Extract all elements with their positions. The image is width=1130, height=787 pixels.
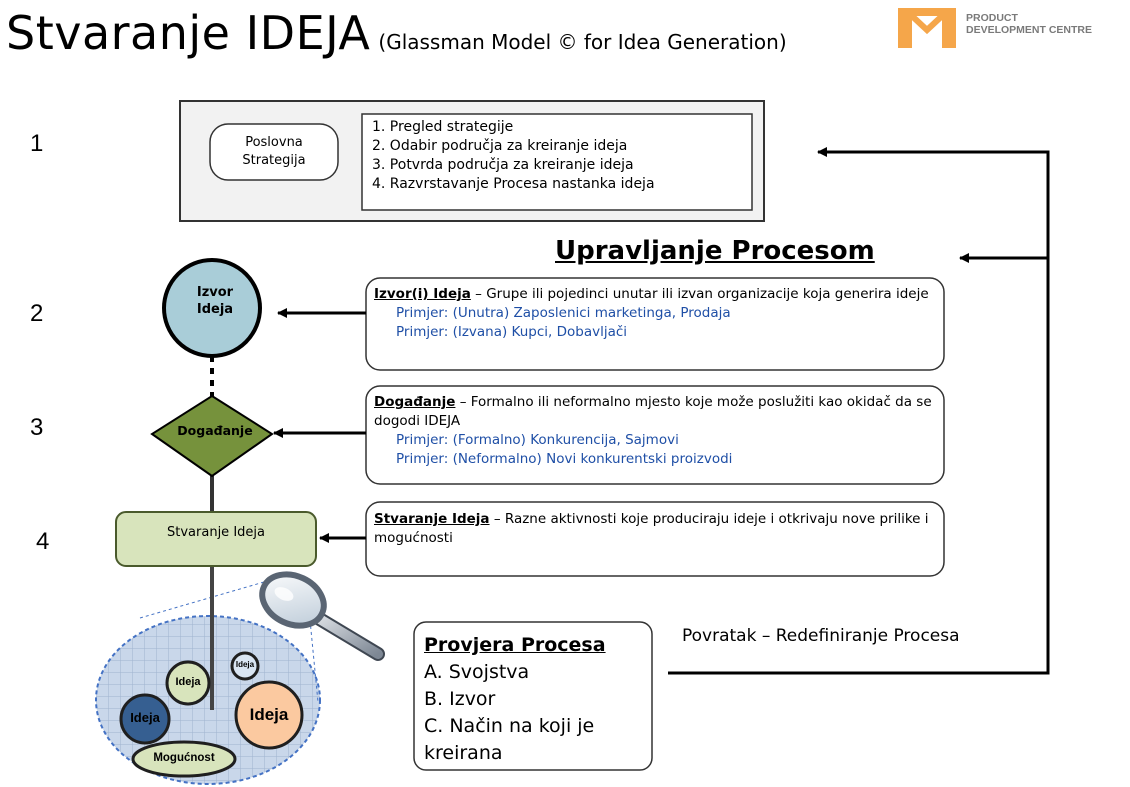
source-node-label: Izvor Ideja	[170, 284, 260, 318]
idea-bubble-blue-label: Ideja	[130, 710, 160, 725]
event-description: Događanje – Formalno ili neformalno mjes…	[374, 393, 940, 469]
generation-description: Stvaranje Ideja – Razne aktivnosti koje …	[374, 510, 940, 548]
event-node	[150, 394, 274, 478]
opportunity-bubble-label: Mogućnost	[153, 752, 215, 764]
process-check-item: A. Svojstva	[424, 661, 530, 683]
opportunity-bubble	[131, 740, 237, 778]
generation-text: – Razne aktivnosti koje produciraju idej…	[374, 511, 929, 546]
event-node-label: Događanje	[177, 423, 253, 438]
idea-bubble-small	[165, 660, 211, 706]
source-node	[162, 258, 262, 358]
source-example-1: Primjer: (Unutra) Zaposlenici marketinga…	[396, 305, 731, 321]
source-label-line-2: Ideja	[196, 302, 234, 317]
logo-line-2: DEVELOPMENT CENTRE	[966, 24, 1093, 36]
generation-node	[115, 511, 317, 567]
step-number-2: 2	[30, 300, 44, 327]
process-check-item: C. Način na koji je kreirana	[424, 715, 595, 764]
idea-bubble-tiny	[230, 651, 260, 681]
process-check-item: B. Izvor	[424, 688, 496, 710]
source-label-line-1: Izvor	[196, 285, 234, 300]
idea-bubble-orange-label: Ideja	[249, 705, 289, 724]
strategy-label: Poslovna Strategija	[210, 124, 338, 180]
generation-term: Stvaranje Ideja	[374, 511, 490, 527]
strategy-node	[209, 123, 339, 181]
strategy-label-line-2: Strategija	[242, 153, 306, 168]
logo-line-1: PRODUCT	[966, 12, 1018, 24]
feedback-loop-line	[668, 147, 1050, 675]
source-example-2: Primjer: (Izvana) Kupci, Dobavljači	[396, 324, 628, 340]
process-check: Provjera Procesa A. Svojstva B. Izvor C.…	[424, 632, 642, 767]
event-text: – Formalno ili neformalno mjesto koje mo…	[374, 394, 932, 429]
source-description: Izvor(i) Ideja – Grupe ili pojedinci unu…	[374, 285, 940, 342]
magnifier-icon	[259, 571, 385, 661]
strategy-item: 4. Razvrstavanje Procesa nastanka ideja	[372, 176, 655, 192]
idea-bubble-blue	[119, 693, 171, 745]
logo-text: PRODUCT DEVELOPMENT CENTRE	[966, 12, 1092, 36]
page-title: Stvaranje IDEJA (Glassman Model © for Ide…	[6, 6, 787, 60]
return-label: Povratak – Redefiniranje Procesa	[682, 626, 960, 646]
event-term: Događanje	[374, 394, 456, 410]
source-term: Izvor(i) Ideja	[374, 286, 471, 302]
process-check-box	[413, 621, 653, 771]
source-text: – Grupe ili pojedinci unutar ili izvan o…	[470, 286, 929, 302]
event-desc-box	[365, 385, 945, 485]
event-example-2: Primjer: (Neformalno) Novi konkurentski …	[396, 451, 733, 467]
process-check-title: Provjera Procesa	[424, 634, 606, 656]
strategy-list-box	[361, 113, 753, 211]
idea-bubble-tiny-label: Ideja	[235, 660, 255, 669]
idea-bubble-small-label: Ideja	[175, 676, 201, 688]
source-desc-box	[365, 277, 945, 371]
strategy-label-line-1: Poslovna	[245, 135, 303, 150]
strategy-list: 1. Pregled strategije 2. Odabir područja…	[372, 118, 752, 194]
step-number-1: 1	[30, 130, 44, 157]
idea-bubble-orange	[234, 680, 304, 750]
title-subtitle: (Glassman Model © for Idea Generation)	[378, 30, 787, 54]
title-main: Stvaranje IDEJA	[6, 6, 371, 60]
step-number-4: 4	[36, 528, 50, 555]
generation-node-label: Stvaranje Ideja	[167, 525, 265, 540]
zoom-guide-left	[139, 581, 265, 619]
logo-mark-icon	[898, 8, 956, 48]
management-title: Upravljanje Procesom	[555, 236, 875, 266]
strategy-item: 1. Pregled strategije	[372, 119, 514, 135]
strategy-item: 3. Potvrda područja za kreiranje ideja	[372, 157, 634, 173]
zoom-guide-right	[309, 619, 319, 703]
event-example-1: Primjer: (Formalno) Konkurencija, Sajmov…	[396, 432, 679, 448]
strategy-item: 2. Odabir područja za kreiranje ideja	[372, 138, 628, 154]
step-number-3: 3	[30, 414, 44, 441]
